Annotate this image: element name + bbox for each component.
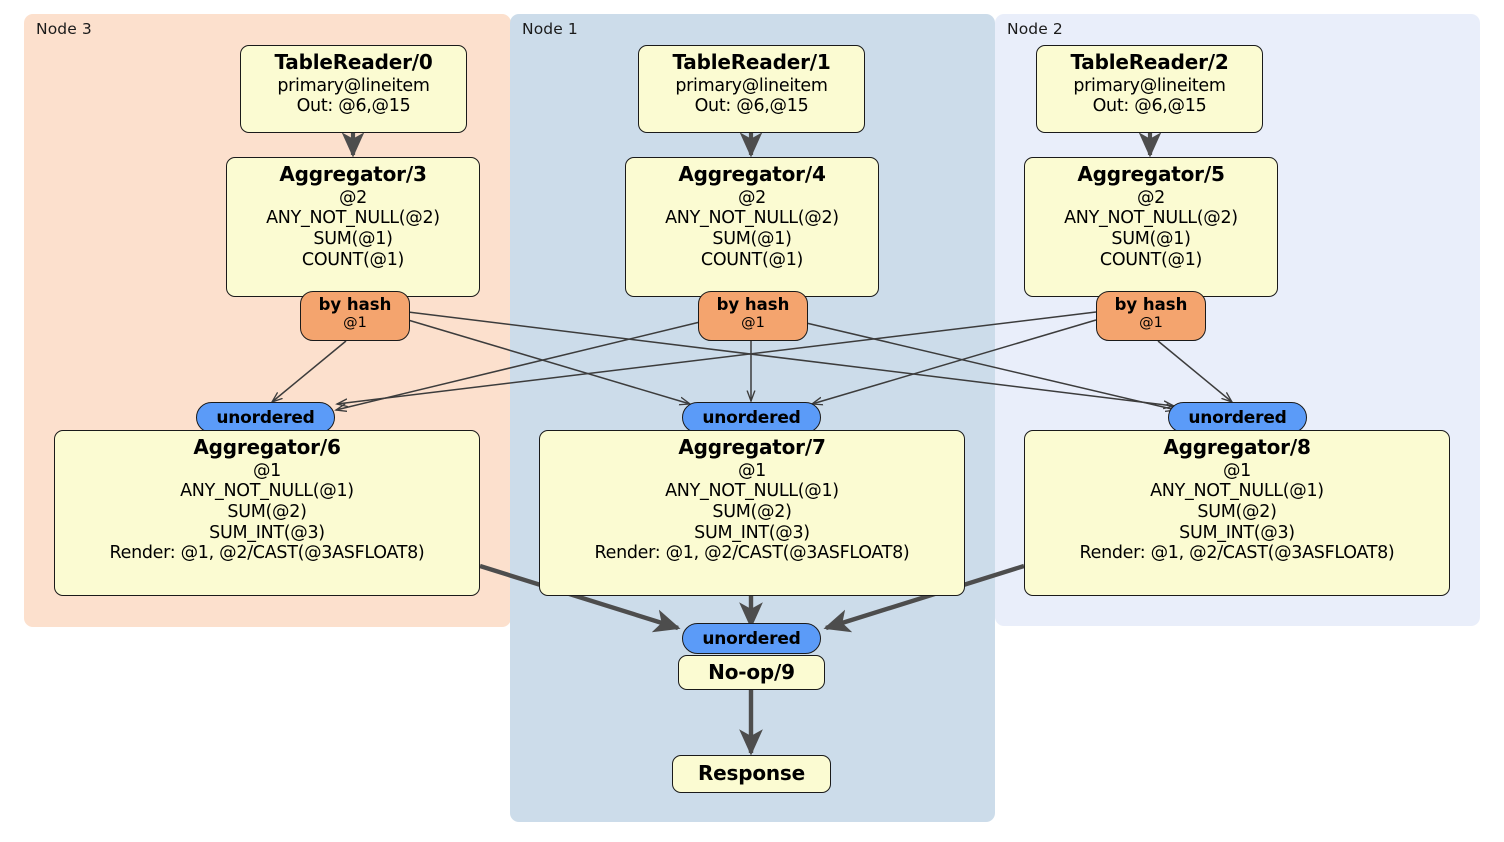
processor-aggregator-6-line-3: SUM_INT(@3) bbox=[209, 522, 325, 543]
processor-aggregator-8-title: Aggregator/8 bbox=[1163, 435, 1311, 459]
processor-aggregator-3[interactable]: Aggregator/3 @2 ANY_NOT_NULL(@2) SUM(@1)… bbox=[226, 157, 480, 297]
processor-aggregator-8-line-1: ANY_NOT_NULL(@1) bbox=[1150, 481, 1324, 502]
processor-aggregator-7-title: Aggregator/7 bbox=[678, 435, 826, 459]
processor-aggregator-5-title: Aggregator/5 bbox=[1077, 162, 1225, 186]
processor-aggregator-4[interactable]: Aggregator/4 @2 ANY_NOT_NULL(@2) SUM(@1)… bbox=[625, 157, 879, 297]
processor-tablereader-1-line-1: Out: @6,@15 bbox=[694, 96, 809, 117]
processor-aggregator-4-line-0: @2 bbox=[737, 187, 767, 208]
processor-aggregator-3-line-3: COUNT(@1) bbox=[301, 249, 405, 270]
processor-aggregator-8[interactable]: Aggregator/8 @1 ANY_NOT_NULL(@1) SUM(@2)… bbox=[1024, 430, 1450, 596]
processor-aggregator-5-line-0: @2 bbox=[1136, 187, 1166, 208]
router-by-hash-left[interactable]: by hash @1 bbox=[300, 291, 410, 341]
processor-aggregator-4-line-2: SUM(@1) bbox=[712, 228, 792, 249]
processor-tablereader-2-title: TableReader/2 bbox=[1070, 50, 1229, 74]
processor-aggregator-5-line-1: ANY_NOT_NULL(@2) bbox=[1064, 208, 1238, 229]
processor-tablereader-2-line-0: primary@lineitem bbox=[1073, 75, 1226, 96]
processor-aggregator-4-line-3: COUNT(@1) bbox=[700, 249, 804, 270]
processor-aggregator-4-title: Aggregator/4 bbox=[678, 162, 826, 186]
router-unordered-mid-label: unordered bbox=[702, 407, 801, 428]
processor-aggregator-6-line-4: Render: @1, @2/CAST(@3ASFLOAT8) bbox=[109, 543, 425, 564]
processor-aggregator-3-line-2: SUM(@1) bbox=[313, 228, 393, 249]
router-by-hash-right-sub: @1 bbox=[1139, 314, 1163, 331]
processor-response-title: Response bbox=[697, 761, 806, 786]
processor-aggregator-6[interactable]: Aggregator/6 @1 ANY_NOT_NULL(@1) SUM(@2)… bbox=[54, 430, 480, 596]
processor-tablereader-0-title: TableReader/0 bbox=[274, 50, 433, 74]
processor-tablereader-0-line-1: Out: @6,@15 bbox=[296, 96, 411, 117]
router-unordered-left-label: unordered bbox=[216, 407, 315, 428]
processor-tablereader-1-line-0: primary@lineitem bbox=[675, 75, 828, 96]
processor-aggregator-8-line-2: SUM(@2) bbox=[1197, 501, 1277, 522]
processor-aggregator-6-line-1: ANY_NOT_NULL(@1) bbox=[180, 481, 354, 502]
panel-node-3-label: Node 3 bbox=[36, 20, 92, 38]
processor-aggregator-5-line-3: COUNT(@1) bbox=[1099, 249, 1203, 270]
processor-response[interactable]: Response bbox=[672, 755, 831, 793]
router-by-hash-mid[interactable]: by hash @1 bbox=[698, 291, 808, 341]
processor-aggregator-5[interactable]: Aggregator/5 @2 ANY_NOT_NULL(@2) SUM(@1)… bbox=[1024, 157, 1278, 297]
processor-aggregator-7-line-0: @1 bbox=[737, 460, 767, 481]
processor-aggregator-3-line-0: @2 bbox=[338, 187, 368, 208]
processor-aggregator-6-line-0: @1 bbox=[252, 460, 282, 481]
router-unordered-mid[interactable]: unordered bbox=[682, 402, 821, 433]
processor-tablereader-1-title: TableReader/1 bbox=[672, 50, 831, 74]
processor-tablereader-1[interactable]: TableReader/1 primary@lineitem Out: @6,@… bbox=[638, 45, 865, 133]
processor-aggregator-7[interactable]: Aggregator/7 @1 ANY_NOT_NULL(@1) SUM(@2)… bbox=[539, 430, 965, 596]
panel-node-2-label: Node 2 bbox=[1007, 20, 1063, 38]
router-unordered-right[interactable]: unordered bbox=[1168, 402, 1307, 433]
processor-noop-9-title: No-op/9 bbox=[708, 659, 795, 684]
router-by-hash-right-title: by hash bbox=[1114, 295, 1188, 314]
processor-aggregator-7-line-2: SUM(@2) bbox=[712, 501, 792, 522]
processor-aggregator-7-line-1: ANY_NOT_NULL(@1) bbox=[665, 481, 839, 502]
router-unordered-final[interactable]: unordered bbox=[682, 623, 821, 654]
processor-aggregator-8-line-0: @1 bbox=[1222, 460, 1252, 481]
processor-aggregator-7-line-3: SUM_INT(@3) bbox=[694, 522, 810, 543]
router-unordered-final-label: unordered bbox=[702, 628, 801, 649]
processor-tablereader-2-line-1: Out: @6,@15 bbox=[1092, 96, 1207, 117]
router-unordered-right-label: unordered bbox=[1188, 407, 1287, 428]
processor-aggregator-7-line-4: Render: @1, @2/CAST(@3ASFLOAT8) bbox=[594, 543, 910, 564]
processor-aggregator-8-line-3: SUM_INT(@3) bbox=[1179, 522, 1295, 543]
panel-node-1-label: Node 1 bbox=[522, 20, 578, 38]
processor-aggregator-4-line-1: ANY_NOT_NULL(@2) bbox=[665, 208, 839, 229]
processor-tablereader-2[interactable]: TableReader/2 primary@lineitem Out: @6,@… bbox=[1036, 45, 1263, 133]
processor-tablereader-0[interactable]: TableReader/0 primary@lineitem Out: @6,@… bbox=[240, 45, 467, 133]
router-by-hash-right[interactable]: by hash @1 bbox=[1096, 291, 1206, 341]
router-by-hash-mid-sub: @1 bbox=[741, 314, 765, 331]
router-by-hash-left-title: by hash bbox=[318, 295, 392, 314]
processor-noop-9[interactable]: No-op/9 bbox=[678, 655, 825, 690]
processor-aggregator-8-line-4: Render: @1, @2/CAST(@3ASFLOAT8) bbox=[1079, 543, 1395, 564]
processor-tablereader-0-line-0: primary@lineitem bbox=[277, 75, 430, 96]
router-unordered-left[interactable]: unordered bbox=[196, 402, 335, 433]
processor-aggregator-6-title: Aggregator/6 bbox=[193, 435, 341, 459]
router-by-hash-mid-title: by hash bbox=[716, 295, 790, 314]
router-by-hash-left-sub: @1 bbox=[343, 314, 367, 331]
processor-aggregator-5-line-2: SUM(@1) bbox=[1111, 228, 1191, 249]
processor-aggregator-3-title: Aggregator/3 bbox=[279, 162, 427, 186]
processor-aggregator-3-line-1: ANY_NOT_NULL(@2) bbox=[266, 208, 440, 229]
processor-aggregator-6-line-2: SUM(@2) bbox=[227, 501, 307, 522]
